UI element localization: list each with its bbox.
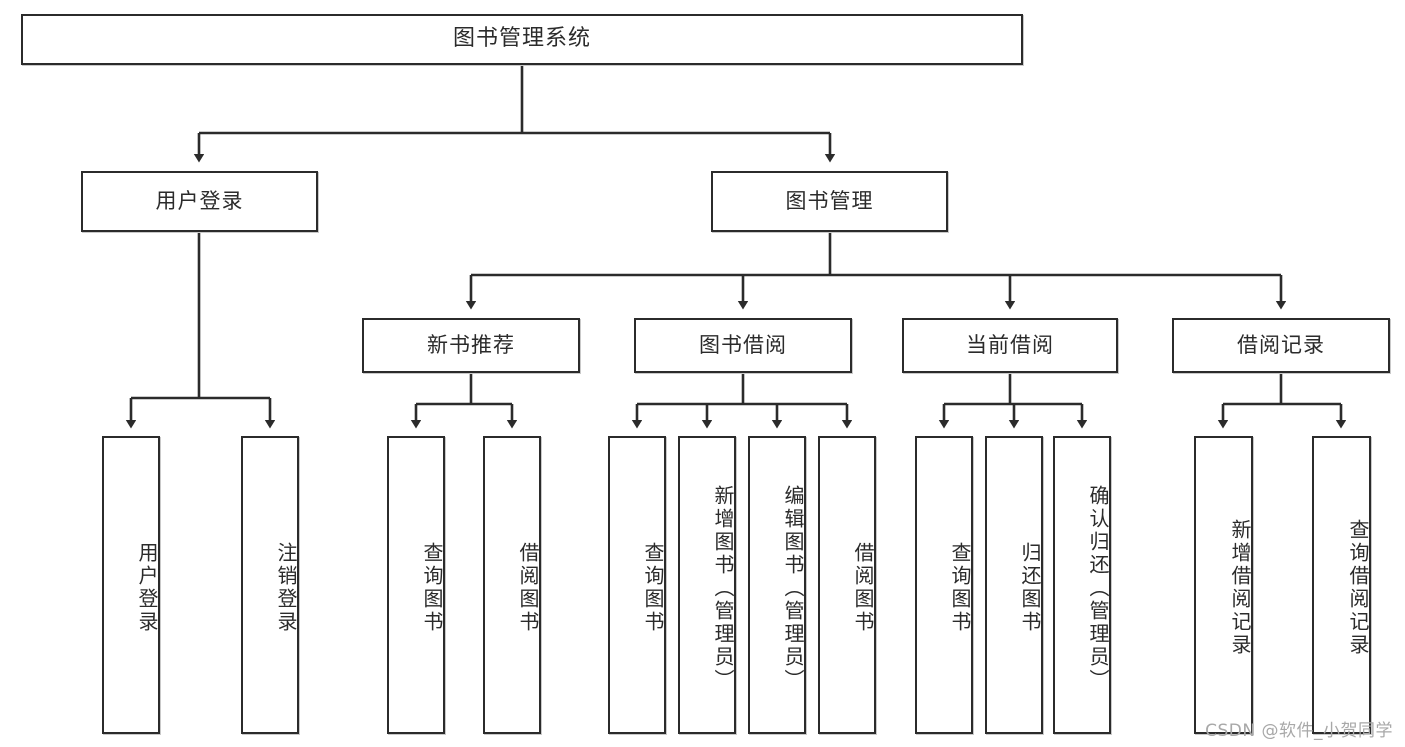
node-book-borrow-label: 图书借阅: [699, 332, 787, 357]
node-leaf-query-book-1-label: 查询图书: [420, 542, 444, 634]
node-book-borrow[interactable]: 图书借阅: [634, 318, 852, 373]
node-leaf-confirm-return-label: 确认归还（管理员）: [1086, 484, 1110, 692]
csdn-watermark: CSDN @软件_小贺同学: [1205, 721, 1393, 741]
node-leaf-user-logout[interactable]: 注销登录: [241, 436, 299, 734]
node-root[interactable]: 图书管理系统: [21, 14, 1023, 65]
node-leaf-query-book-2[interactable]: 查询图书: [608, 436, 666, 734]
node-leaf-borrow-book-1[interactable]: 借阅图书: [483, 436, 541, 734]
node-book-manage[interactable]: 图书管理: [711, 171, 948, 232]
node-root-label: 图书管理系统: [452, 26, 591, 52]
node-leaf-edit-book-label: 编辑图书（管理员）: [781, 484, 805, 692]
node-leaf-user-logout-label: 注销登录: [274, 542, 298, 634]
node-leaf-query-book-1[interactable]: 查询图书: [387, 436, 445, 734]
node-leaf-add-book[interactable]: 新增图书（管理员）: [678, 436, 736, 734]
node-borrow-record-label: 借阅记录: [1237, 332, 1325, 357]
node-leaf-return-book[interactable]: 归还图书: [985, 436, 1043, 734]
node-leaf-query-book-2-label: 查询图书: [641, 542, 665, 634]
node-leaf-return-book-label: 归还图书: [1018, 542, 1042, 634]
node-leaf-user-login-label: 用户登录: [135, 542, 159, 634]
node-leaf-add-record[interactable]: 新增借阅记录: [1194, 436, 1253, 734]
node-leaf-confirm-return[interactable]: 确认归还（管理员）: [1053, 436, 1111, 734]
node-user-login-label: 用户登录: [155, 188, 244, 213]
node-new-book-recommend-label: 新书推荐: [427, 332, 515, 357]
node-leaf-borrow-book-2[interactable]: 借阅图书: [818, 436, 876, 734]
node-leaf-add-book-label: 新增图书（管理员）: [711, 484, 735, 692]
node-current-borrow-label: 当前借阅: [966, 332, 1054, 357]
node-user-login[interactable]: 用户登录: [81, 171, 318, 232]
node-leaf-user-login[interactable]: 用户登录: [102, 436, 160, 734]
node-new-book-recommend[interactable]: 新书推荐: [362, 318, 580, 373]
node-borrow-record[interactable]: 借阅记录: [1172, 318, 1390, 373]
node-leaf-query-book-3[interactable]: 查询图书: [915, 436, 973, 734]
node-leaf-query-record-label: 查询借阅记录: [1346, 519, 1370, 657]
node-current-borrow[interactable]: 当前借阅: [902, 318, 1118, 373]
node-leaf-edit-book[interactable]: 编辑图书（管理员）: [748, 436, 806, 734]
node-book-manage-label: 图书管理: [785, 188, 874, 213]
node-leaf-add-record-label: 新增借阅记录: [1228, 519, 1252, 657]
node-leaf-borrow-book-2-label: 借阅图书: [851, 542, 875, 634]
node-leaf-borrow-book-1-label: 借阅图书: [516, 542, 540, 634]
node-leaf-query-record[interactable]: 查询借阅记录: [1312, 436, 1371, 734]
node-leaf-query-book-3-label: 查询图书: [948, 542, 972, 634]
